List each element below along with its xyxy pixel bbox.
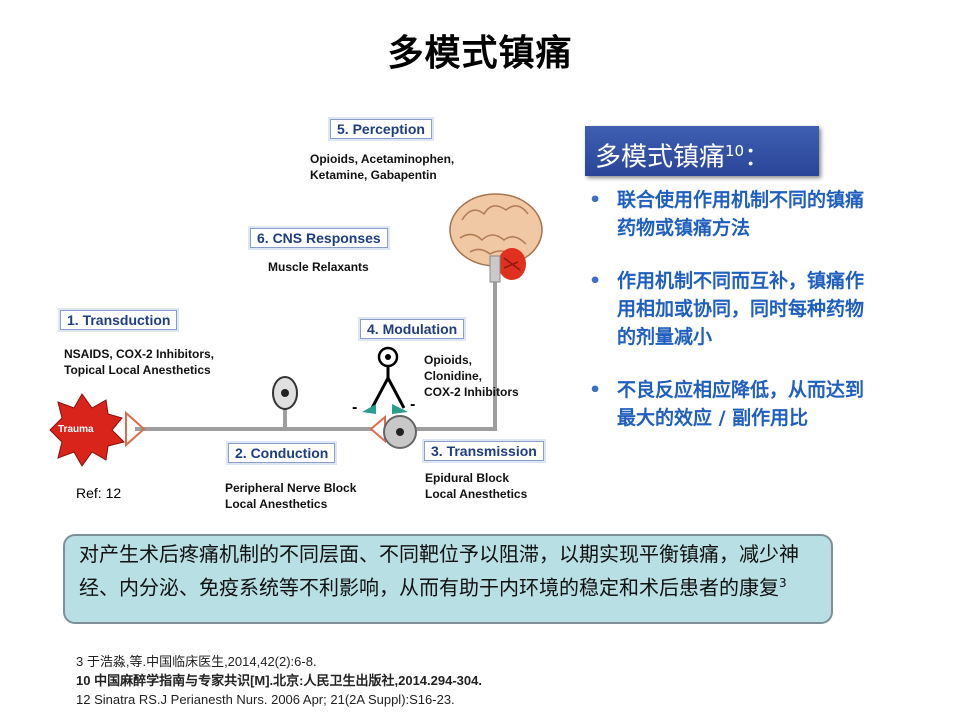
reference-item: 3 于浩淼,等.中国临床医生,2014,42(2):6-8. — [76, 654, 317, 669]
side-panel-title-text: 多模式镇痛 — [595, 142, 726, 173]
diagram-reference-note: Ref: 12 — [76, 485, 122, 501]
conduction-drug-line: Local Anesthetics — [225, 497, 328, 511]
conduction-drug-line: Peripheral Nerve Block — [225, 481, 357, 495]
side-panel-title-citation: 10 — [725, 142, 745, 160]
modulation-drugs: Opioids, Clonidine, COX-2 Inhibitors — [424, 352, 519, 400]
bullet-item: 作用机制不同而互补，镇痛作用相加或协同，同时每种药物的剂量减小 — [585, 267, 865, 351]
side-panel-title-colon: ： — [744, 142, 771, 173]
summary-box: 对产生术后疼痛机制的不同层面、不同靶位予以阻滞，以期实现平衡镇痛，减少神经、内分… — [63, 534, 833, 624]
modulation-drug-line: Opioids, — [424, 353, 472, 367]
transduction-drug-line: NSAIDS, COX-2 Inhibitors, — [64, 347, 215, 361]
synapse-triangle-icon — [369, 414, 386, 444]
side-panel-bullet-list: 联合使用作用机制不同的镇痛药物或镇痛方法 作用机制不同而互补，镇痛作用相加或协同… — [585, 186, 865, 457]
transmission-drug-line: Epidural Block — [425, 471, 510, 485]
modulation-drug-line: COX-2 Inhibitors — [424, 385, 519, 399]
trauma-label: Trauma — [58, 424, 94, 435]
side-panel-title: 多模式镇痛10： — [585, 126, 819, 176]
perception-drug-line: Ketamine, Gabapentin — [310, 168, 437, 182]
bullet-item: 联合使用作用机制不同的镇痛药物或镇痛方法 — [585, 186, 865, 242]
modulation-drug-line: Clonidine, — [424, 369, 482, 383]
cns-drug-line: Muscle Relaxants — [268, 260, 369, 274]
reference-item: 10 中国麻醉学指南与专家共识[M].北京:人民卫生出版社,2014.294-3… — [76, 673, 482, 688]
nociceptor-triangle-icon — [125, 410, 146, 448]
stage-conduction-label: 2. Conduction — [228, 443, 336, 463]
summary-citation: 3 — [779, 576, 787, 590]
perception-drug-line: Opioids, Acetaminophen, — [310, 152, 455, 166]
transduction-drugs: NSAIDS, COX-2 Inhibitors, Topical Local … — [64, 346, 214, 378]
inhibition-minus-right: - — [410, 398, 416, 413]
transduction-drug-line: Topical Local Anesthetics — [64, 363, 211, 377]
brain-icon — [449, 193, 543, 283]
summary-text: 对产生术后疼痛机制的不同层面、不同靶位予以阻滞，以期实现平衡镇痛，减少神经、内分… — [79, 542, 799, 600]
conduction-drugs: Peripheral Nerve Block Local Anesthetics — [225, 480, 356, 512]
slide-title: 多模式镇痛 — [387, 33, 573, 74]
stage-perception-label: 5. Perception — [330, 119, 432, 139]
inhibition-minus-left: - — [352, 401, 358, 416]
bullet-item: 不良反应相应降低，从而达到最大的效应 / 副作用比 — [585, 376, 865, 432]
perception-drugs: Opioids, Acetaminophen, Ketamine, Gabape… — [310, 151, 454, 183]
descending-neuron-figure-icon — [362, 346, 408, 414]
reference-item: 12 Sinatra RS.J Perianesth Nurs. 2006 Ap… — [76, 692, 455, 707]
stage-cns-label: 6. CNS Responses — [250, 228, 388, 248]
stage-transduction-label: 1. Transduction — [60, 310, 178, 330]
spinal-pathway-line — [400, 260, 497, 431]
stage-transmission-label: 3. Transmission — [424, 441, 544, 461]
stage-modulation-label: 4. Modulation — [360, 319, 465, 339]
transmission-drugs: Epidural Block Local Anesthetics — [425, 470, 527, 502]
transmission-drug-line: Local Anesthetics — [425, 487, 528, 501]
reference-list: 3 于浩淼,等.中国临床医生,2014,42(2):6-8. 10 中国麻醉学指… — [76, 652, 482, 709]
trauma-burst-icon — [49, 393, 125, 467]
cns-drugs: Muscle Relaxants — [268, 259, 369, 275]
